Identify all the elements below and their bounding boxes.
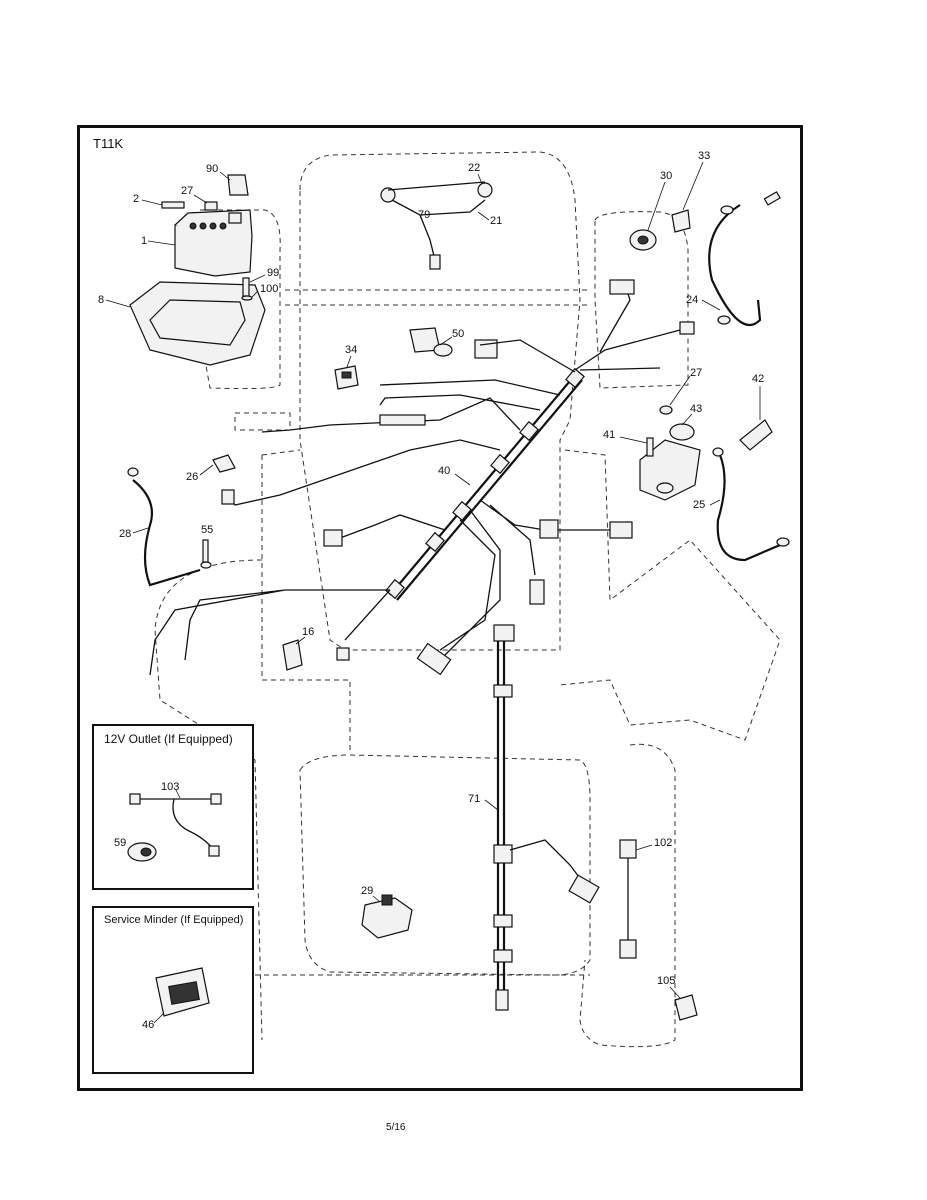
washer-27 bbox=[659, 405, 673, 415]
callout-102: 102 bbox=[654, 837, 672, 849]
callout-41: 41 bbox=[603, 429, 615, 441]
callout-1: 1 bbox=[141, 235, 147, 247]
service-minder-inset-title: Service Minder (If Equipped) bbox=[104, 914, 244, 926]
callout-24: 24 bbox=[686, 294, 698, 306]
ignition-switch bbox=[629, 229, 657, 251]
battery bbox=[174, 209, 253, 277]
relay-16 bbox=[282, 639, 303, 671]
callout-100: 100 bbox=[260, 283, 278, 295]
callout-55: 55 bbox=[201, 524, 213, 536]
main-harness bbox=[149, 279, 695, 676]
sheet-id: T11K bbox=[93, 136, 124, 151]
ground-cable bbox=[127, 467, 201, 587]
terminal-boot bbox=[739, 419, 773, 451]
connector-33 bbox=[671, 209, 691, 233]
callout-30: 30 bbox=[660, 170, 672, 182]
bolt-41 bbox=[646, 437, 654, 457]
callout-27b: 27 bbox=[690, 367, 702, 379]
starter-solenoid bbox=[639, 423, 701, 501]
diagram-frame bbox=[77, 125, 803, 1091]
chassis-outline bbox=[154, 151, 781, 1048]
callout-59: 59 bbox=[114, 837, 126, 849]
outlet-inset-title: 12V Outlet (If Equipped) bbox=[104, 732, 233, 746]
page-number: 5/16 bbox=[386, 1122, 406, 1133]
callout-2: 2 bbox=[133, 193, 139, 205]
callout-50: 50 bbox=[452, 328, 464, 340]
callout-105: 105 bbox=[657, 975, 675, 987]
module-29 bbox=[361, 894, 413, 939]
callout-46: 46 bbox=[142, 1019, 154, 1031]
callout-26: 26 bbox=[186, 471, 198, 483]
callout-22: 22 bbox=[468, 162, 480, 174]
outlet-inset: 12V Outlet (If Equipped) 103 59 bbox=[92, 724, 254, 890]
callout-99: 99 bbox=[267, 267, 279, 279]
callout-16: 16 bbox=[302, 626, 314, 638]
fuse-holder bbox=[212, 454, 236, 473]
switch-34 bbox=[334, 365, 359, 390]
callout-28: 28 bbox=[119, 528, 131, 540]
service-minder-parts: 46 bbox=[142, 967, 210, 1031]
callout-103: 103 bbox=[161, 781, 179, 793]
switch-50 bbox=[409, 327, 453, 357]
cable-24 bbox=[708, 191, 781, 326]
battery-tray bbox=[129, 281, 266, 366]
cable-25 bbox=[712, 447, 790, 562]
callout-90: 90 bbox=[206, 163, 218, 175]
headlight-harness bbox=[380, 181, 493, 270]
callout-8: 8 bbox=[98, 294, 104, 306]
callout-43: 43 bbox=[690, 403, 702, 415]
battery-bolts bbox=[161, 174, 253, 301]
outlet-parts: 103 59 bbox=[114, 781, 222, 862]
callout-34: 34 bbox=[345, 344, 357, 356]
bolt-55 bbox=[200, 539, 212, 569]
callout-21: 21 bbox=[490, 215, 502, 227]
callouts: 90 27 2 1 99 100 8 22 79 21 30 33 24 50 … bbox=[98, 150, 764, 999]
callout-79: 79 bbox=[418, 209, 430, 221]
callout-71: 71 bbox=[468, 793, 480, 805]
pto-harness bbox=[493, 624, 600, 1011]
callout-25: 25 bbox=[693, 499, 705, 511]
callout-33: 33 bbox=[698, 150, 710, 162]
connector-105 bbox=[674, 994, 698, 1021]
callout-29: 29 bbox=[361, 885, 373, 897]
callout-40: 40 bbox=[438, 465, 450, 477]
seat-switch-102 bbox=[619, 839, 637, 959]
callout-27a: 27 bbox=[181, 185, 193, 197]
service-minder-inset: Service Minder (If Equipped) 46 bbox=[92, 906, 254, 1074]
callout-42: 42 bbox=[752, 373, 764, 385]
